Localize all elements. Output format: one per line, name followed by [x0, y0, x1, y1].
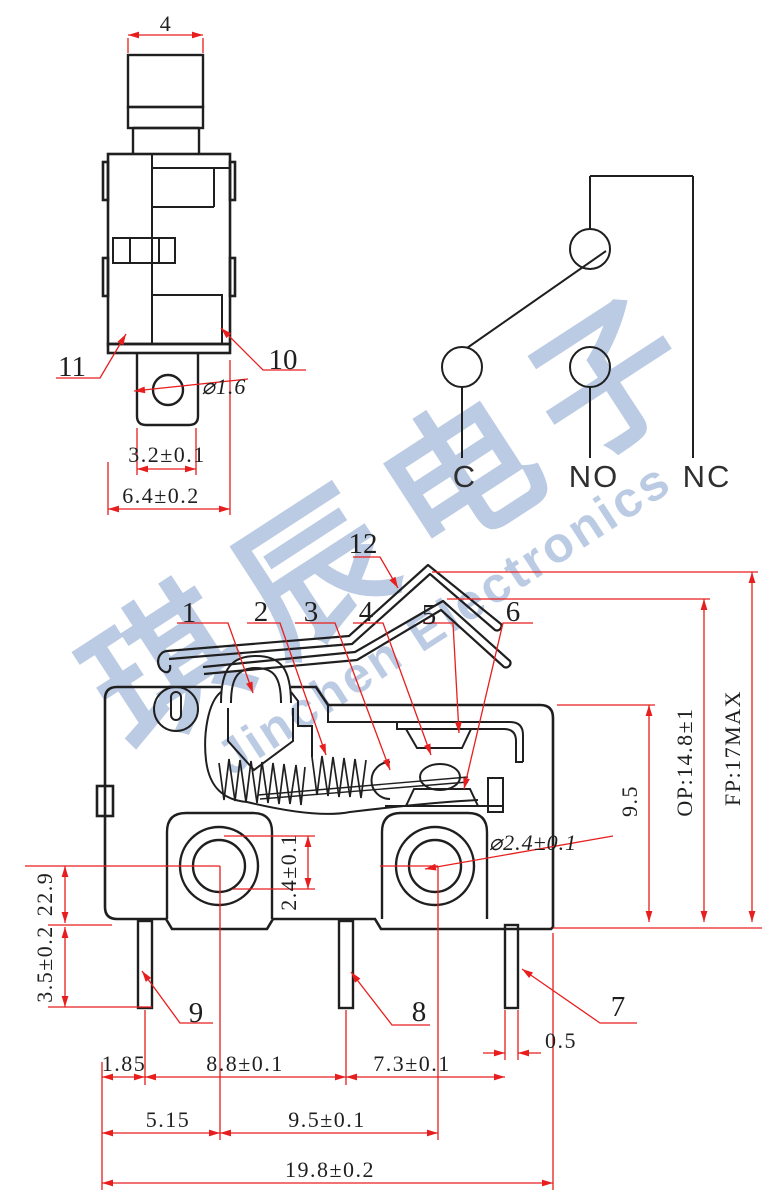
- dim-body-height: 9.5: [617, 785, 642, 817]
- nc-contact-bracket-outer: [327, 705, 524, 762]
- upper-fixed-contact: [404, 728, 473, 749]
- pivot-hole: [153, 686, 199, 732]
- contact-blade: [257, 776, 469, 800]
- lever-arm: [157, 563, 512, 676]
- part-label-4: 4: [359, 596, 374, 628]
- part-label-8: 8: [412, 996, 427, 1028]
- plunger-dome-outer: [220, 654, 292, 704]
- dim-pin-pitch-1: 8.8±0.1: [206, 1051, 284, 1076]
- side-view: 4 11 10 ⌀1.6 3.2±0.1 6.4±0.2: [56, 11, 306, 515]
- side-view-plunger: [126, 53, 205, 154]
- part-label-7: 7: [611, 991, 626, 1023]
- dim-plunger-width: 4: [160, 11, 173, 36]
- internal-mechanism: [153, 654, 524, 815]
- circuit-switch-blade: [466, 250, 607, 349]
- dim-operating-position: OP:14.8±1: [672, 707, 697, 816]
- part-label-10: 10: [269, 344, 298, 376]
- side-view-terminal-lug: [135, 353, 200, 427]
- side-view-body: [101, 152, 237, 355]
- terminal-label-nc: NC: [683, 459, 732, 494]
- body-outline: [95, 685, 555, 931]
- mounting-holes: [165, 811, 489, 919]
- pin-9: [136, 919, 154, 1010]
- dim-hole-offset: 5.15: [146, 1107, 191, 1132]
- dim-pin-thickness: 0.5: [545, 1028, 577, 1053]
- section-dimensions: [25, 571, 762, 1190]
- dim-hole-pitch: 9.5±0.1: [288, 1107, 366, 1132]
- section-view: 1 2 3 4 5 6 12 9 8 7: [25, 528, 762, 1190]
- side-view-dimensions: [56, 31, 306, 515]
- dim-mounting-hole-dia: ⌀2.4±0.1: [489, 830, 577, 855]
- terminal-label-no: NO: [569, 459, 620, 494]
- part-label-6: 6: [506, 596, 521, 628]
- coil-spring-left: [218, 758, 306, 806]
- dim-lug-width: 3.2±0.1: [128, 442, 206, 467]
- dim-free-position: FP:17MAX: [720, 690, 745, 806]
- part-label-2: 2: [254, 596, 269, 628]
- part-label-12: 12: [349, 528, 378, 560]
- plunger-body: [227, 708, 294, 772]
- dim-pin-length: 3.5±0.2: [32, 925, 57, 1003]
- dim-hole-to-bottom: 2.4±0.1: [276, 833, 301, 911]
- coil-spring-right: [311, 755, 367, 799]
- dim-body-width: 19.8±0.2: [285, 1157, 375, 1182]
- pin-8: [337, 919, 355, 1010]
- pin-7: [503, 923, 520, 1010]
- plunger-dome-inner: [230, 666, 282, 704]
- part-leaders: [141, 556, 637, 1026]
- terminal-label-c: C: [453, 459, 477, 494]
- dim-pin-pitch-2: 7.3±0.1: [373, 1051, 451, 1076]
- part-label-3: 3: [304, 596, 319, 628]
- part-label-11: 11: [58, 351, 86, 383]
- circuit-lines: [441, 175, 694, 458]
- pivot-pin: [170, 691, 182, 721]
- dim-total-height: 22.9: [32, 872, 57, 917]
- watermark: 琪辰电子 Jinchen Electronics: [58, 256, 740, 786]
- dim-side-body-width: 6.4±0.2: [122, 483, 200, 508]
- side-view-body-detail: [112, 154, 230, 344]
- cavity-step: [290, 691, 313, 757]
- part-label-1: 1: [182, 597, 197, 629]
- dim-pin-offset: 1.85: [102, 1051, 147, 1076]
- no-terminal-post: [487, 777, 504, 813]
- dim-lug-hole-dia: ⌀1.6: [202, 374, 247, 399]
- nc-contact-bracket-inner: [396, 722, 523, 763]
- circuit-diagram: C NO NC: [441, 175, 732, 494]
- part-label-9: 9: [189, 997, 204, 1029]
- part-label-5: 5: [422, 599, 437, 631]
- terminal-pins: [136, 919, 520, 1010]
- moving-contact: [419, 763, 461, 791]
- blade-hook: [370, 761, 391, 800]
